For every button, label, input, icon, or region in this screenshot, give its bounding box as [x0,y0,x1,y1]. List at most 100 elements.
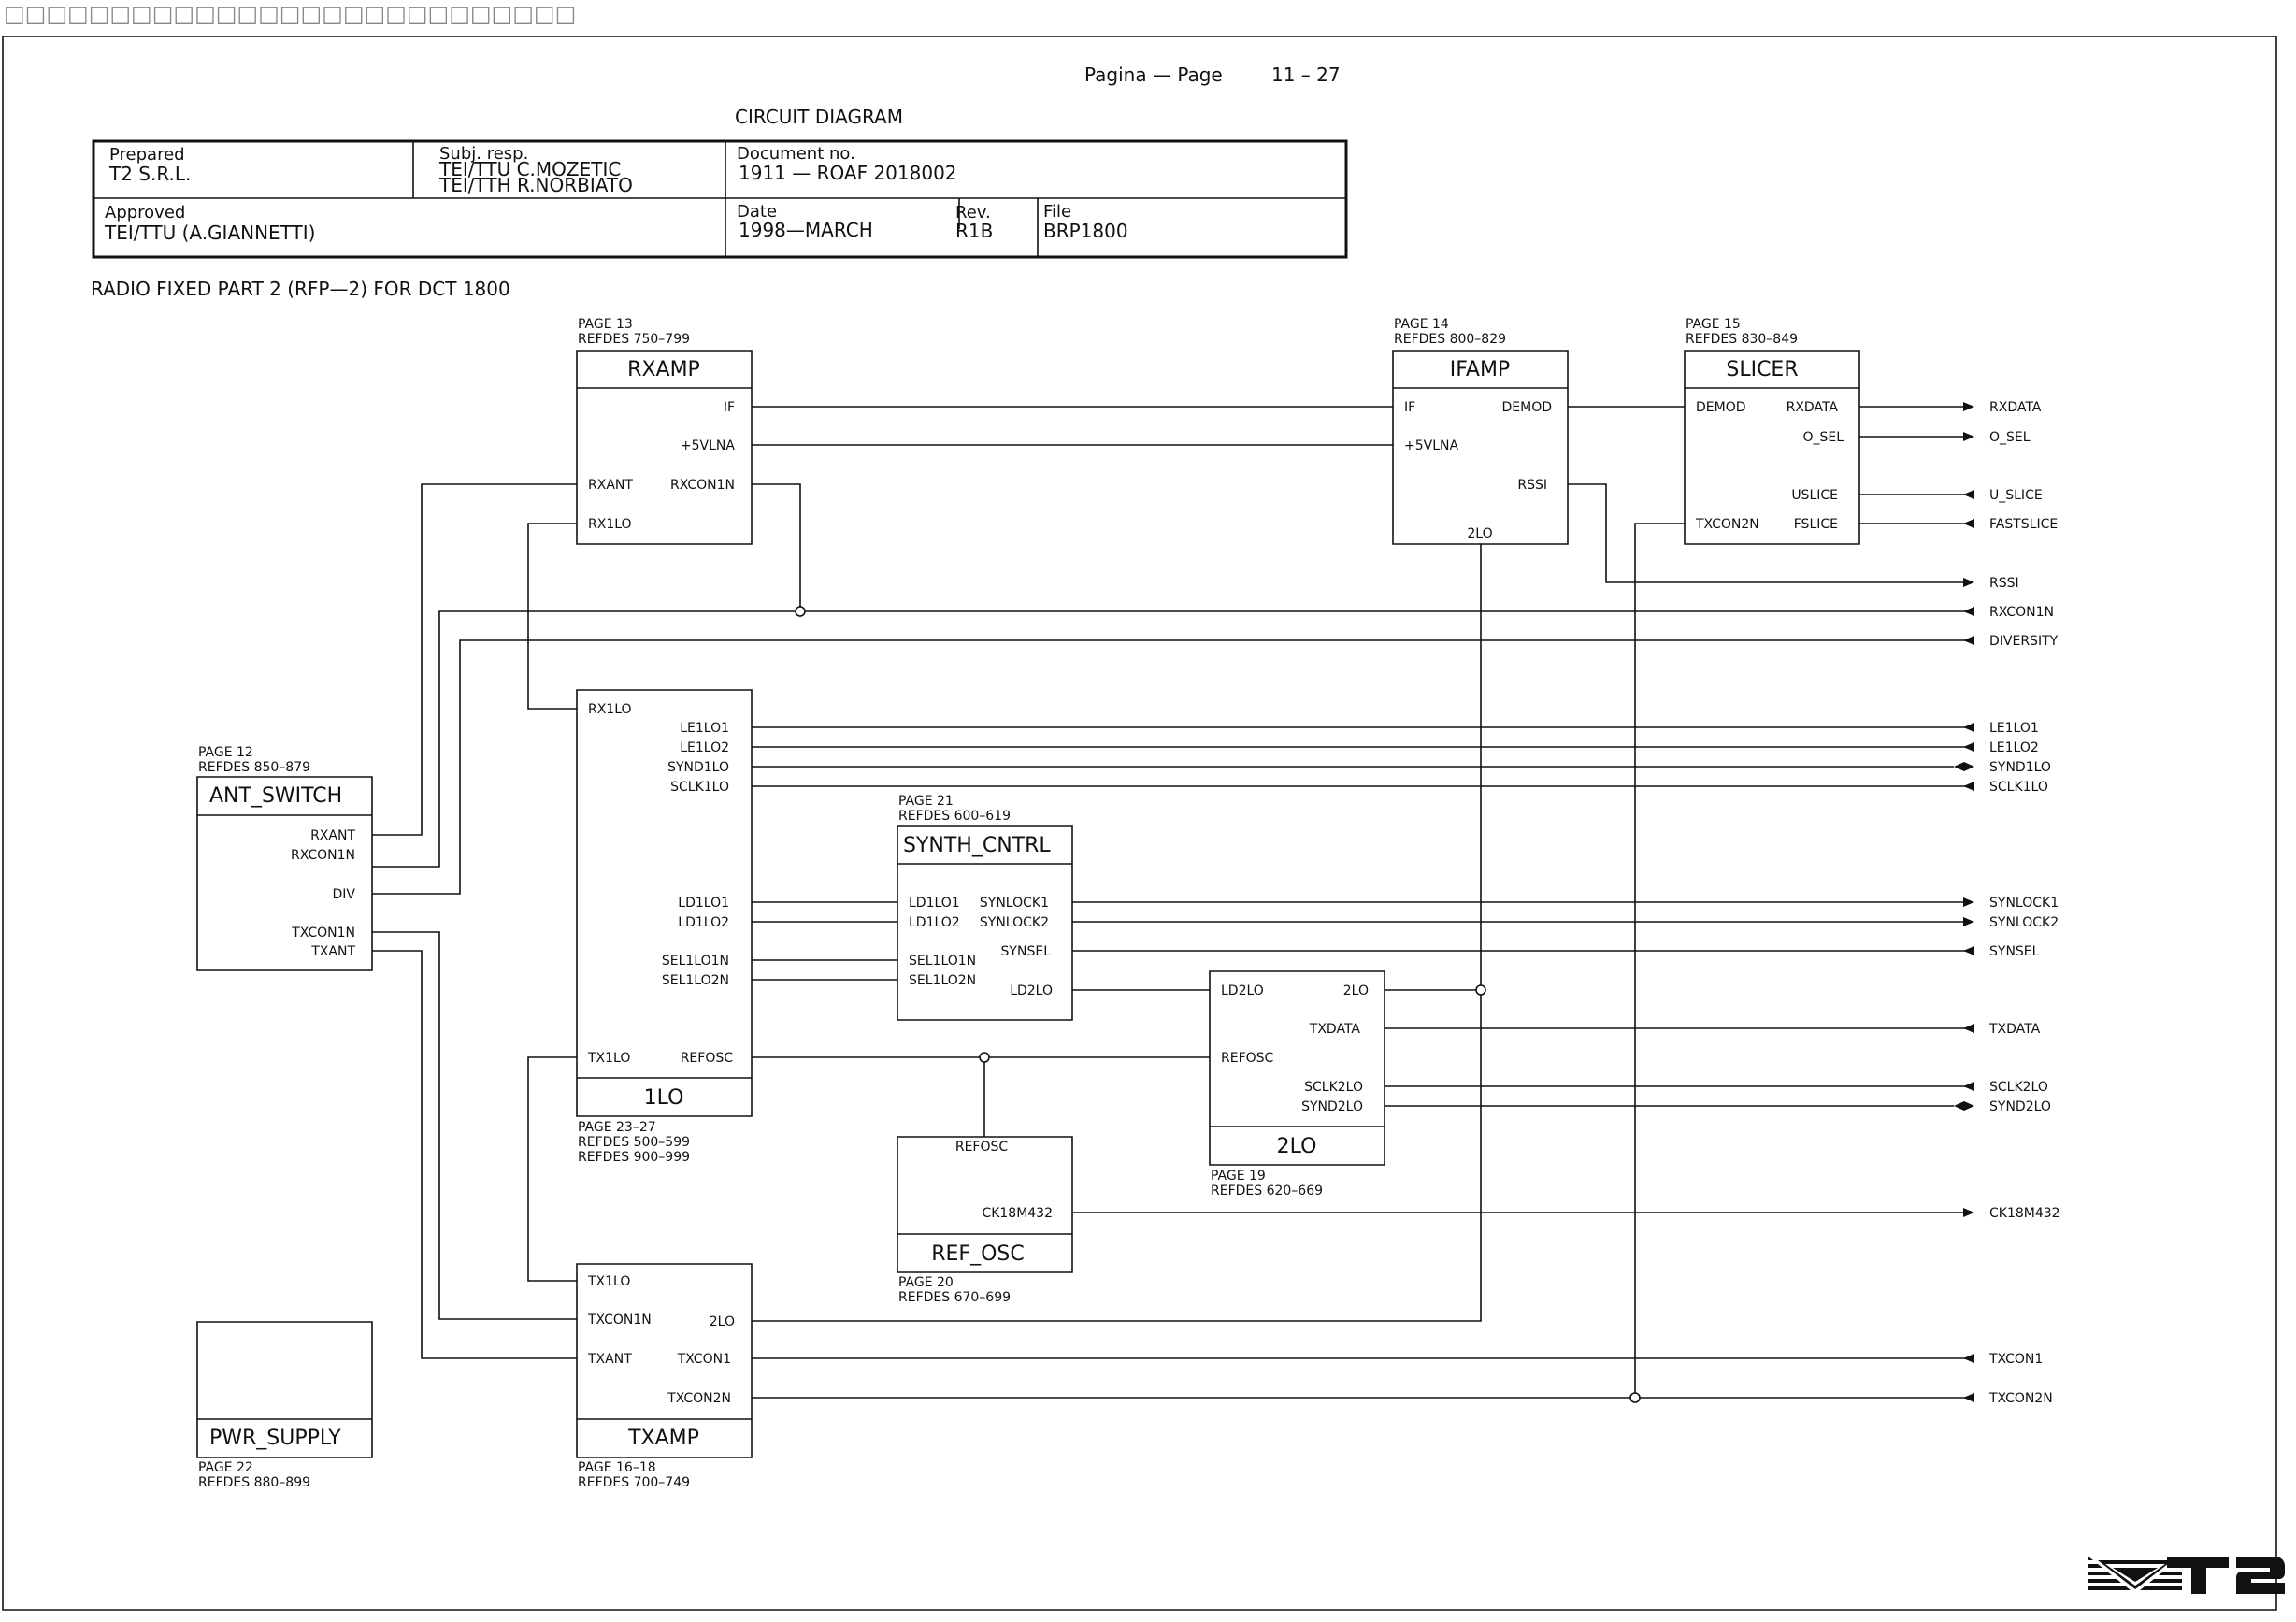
header-boxes: □□□□□□□□□□□□□□□□□□□□□□□□□□□ [4,1,576,27]
signal-rssi: RSSI [1989,576,2019,591]
synth-title: SYNTH_CNTRL [903,834,1051,857]
synth-pin-ld1lo2: LD1LO2 [909,915,960,930]
ifamp-page: PAGE 14 [1394,317,1449,332]
lo1-pin-le1lo1: LE1LO1 [680,721,729,736]
synth-cntrl-block[interactable] [897,826,1072,1020]
arrow-bidirectional-icon [1964,1101,1974,1111]
lo1-page: PAGE 23–27 [578,1120,656,1135]
signal-osel: O_SEL [1989,430,2031,445]
arrow-left-icon [1963,1082,1974,1091]
txamp-pin-txcon1: TXCON1 [677,1352,731,1367]
pwr-supply-block[interactable] [197,1322,372,1457]
arrow-left-icon [1963,723,1974,732]
signal-txcon2n: TXCON2N [1988,1391,2053,1406]
slicer-pin-osel: O_SEL [1802,430,1844,445]
lo2-pin-sclk2lo: SCLK2LO [1304,1080,1363,1095]
slicer-page: PAGE 15 [1686,317,1741,332]
arrow-left-icon [1963,1393,1974,1402]
arrow-left-icon [1963,782,1974,791]
pwr-supply-refdes: REFDES 880–899 [198,1475,310,1490]
signal-synsel: SYNSEL [1989,944,2040,959]
rxamp-title: RXAMP [627,358,700,381]
junction-dots [796,607,1640,1402]
arrow-right-icon [1963,432,1974,441]
slicer-pin-uslice: USLICE [1791,488,1838,503]
rxamp-pin-rxant: RXANT [588,478,633,493]
txamp-pin-2lo: 2LO [710,1314,735,1329]
txamp-title: TXAMP [627,1427,699,1450]
signal-synlock1: SYNLOCK1 [1989,896,2059,911]
arrow-right-icon [1963,917,1974,926]
lo2-block[interactable] [1210,971,1385,1165]
lo1-pin-sel1lo2n: SEL1LO2N [662,973,729,988]
lo1-pin-rx1lo: RX1LO [588,702,632,717]
lo2-pin-2lo: 2LO [1343,983,1369,998]
synth-pin-ld1lo1: LD1LO1 [909,896,960,911]
rxamp-pin-rx1lo: RX1LO [588,517,632,532]
slicer-refdes: REFDES 830–849 [1686,332,1798,347]
rxamp-page: PAGE 13 [578,317,633,332]
prepared-value: T2 S.R.L. [108,163,191,185]
pwr-supply-page: PAGE 22 [198,1460,253,1475]
txamp-pin-tx1lo: TX1LO [587,1274,630,1289]
ifamp-pin-2lo: 2LO [1467,526,1492,541]
page-number: 11 – 27 [1271,64,1341,86]
lo1-pin-tx1lo: TX1LO [587,1051,630,1066]
ifamp-block[interactable] [1393,351,1568,544]
arrow-right-icon [1963,1208,1974,1217]
signal-txcon1: TXCON1 [1988,1352,2043,1367]
ref-osc-block[interactable] [897,1137,1072,1272]
lo1-pin-ld1lo1: LD1LO1 [678,896,729,911]
synth-pin-sel1lo2n: SEL1LO2N [909,973,976,988]
ant-switch-page: PAGE 12 [198,745,253,760]
lo1-pin-sclk1lo: SCLK1LO [670,780,729,795]
lo1-block[interactable] [577,690,752,1116]
diagram-title: CIRCUIT DIAGRAM [735,106,903,128]
signal-labels: RXDATA O_SEL U_SLICE FASTSLICE RSSI RXCO… [1988,400,2060,1406]
rxamp-refdes: REFDES 750–799 [578,332,690,347]
slicer-pin-rxdata: RXDATA [1787,400,1839,415]
ant-switch-pin-rxcon1n: RXCON1N [291,848,355,863]
txamp-pin-txcon2n: TXCON2N [667,1391,731,1406]
rxamp-pin-if: IF [724,400,735,415]
arrow-right-icon [1963,578,1974,587]
signal-uslice: U_SLICE [1989,488,2043,503]
ant-switch-block[interactable] [197,777,372,970]
arrow-right-icon [1963,402,1974,411]
lo2-page: PAGE 19 [1211,1169,1266,1184]
txamp-block[interactable] [577,1264,752,1457]
ifamp-refdes: REFDES 800–829 [1394,332,1506,347]
file-label: File [1043,202,1071,222]
synth-pin-synlock1: SYNLOCK1 [980,896,1049,911]
subj-resp-line1: TEI/TTU C.MOZETIC [438,158,621,180]
lo1-pin-sel1lo1n: SEL1LO1N [662,954,729,969]
ref-osc-pin-refosc: REFOSC [955,1140,1009,1155]
ant-switch-pin-rxant: RXANT [310,828,355,843]
synth-pin-ld2lo: LD2LO [1010,983,1053,998]
signal-diversity: DIVERSITY [1989,634,2059,649]
synth-pin-synsel: SYNSEL [1001,944,1052,959]
arrow-left-icon [1963,946,1974,955]
lo2-pin-txdata: TXDATA [1309,1022,1361,1037]
txamp-refdes: REFDES 700–749 [578,1475,690,1490]
ant-switch-title: ANT_SWITCH [209,784,342,808]
signal-arrows [1954,402,1974,1402]
arrow-left-icon [1963,1024,1974,1033]
txamp-page: PAGE 16–18 [578,1460,656,1475]
arrow-left-icon [1963,519,1974,528]
slicer-block[interactable] [1685,351,1859,544]
lo2-refdes: REFDES 620–669 [1211,1184,1323,1199]
signal-fastslice: FASTSLICE [1989,517,2058,532]
slicer-title: SLICER [1726,358,1798,381]
lo2-pin-synd2lo: SYND2LO [1301,1099,1363,1114]
date-value: 1998—MARCH [739,219,873,241]
lo1-refdes: REFDES 500–599 [578,1135,690,1150]
ref-osc-page: PAGE 20 [898,1275,954,1290]
rxamp-block[interactable] [577,351,752,544]
ifamp-title: IFAMP [1450,358,1510,381]
document-label: Document no. [737,144,855,164]
rxamp-pin-rxcon1n: RXCON1N [670,478,735,493]
synth-pin-sel1lo1n: SEL1LO1N [909,954,976,969]
arrow-bidirectional-icon [1954,1101,1964,1111]
